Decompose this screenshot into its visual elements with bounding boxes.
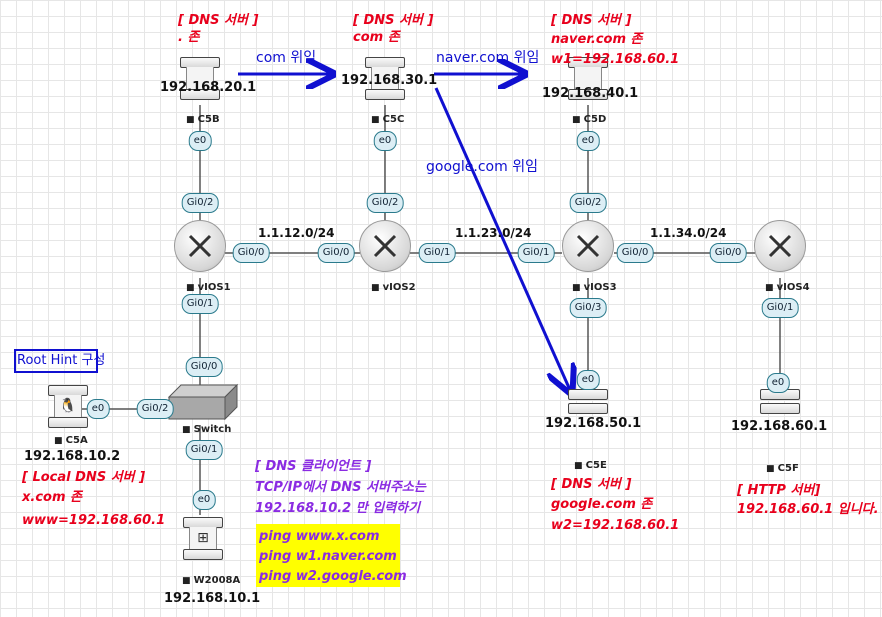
device-name-c5d: C5D [572, 112, 607, 128]
ip-c5d: 192.168.40.1 [542, 86, 639, 101]
windows-logo-icon: ⊞ [189, 527, 217, 549]
router-vios3[interactable] [562, 220, 614, 272]
ip-w2008a: 192.168.10.1 [164, 591, 261, 606]
port-label: Gi0/2 [569, 193, 607, 213]
c5d-zone: naver.com 존 [551, 32, 643, 47]
port-label: e0 [766, 373, 790, 393]
port-label: e0 [576, 370, 600, 390]
c5a-title: [ Local DNS 서버 ] [22, 470, 146, 485]
ip-c5b: 192.168.20.1 [160, 80, 257, 95]
device-name-vios1: vIOS1 [186, 280, 231, 296]
device-name-c5c: C5C [371, 112, 405, 128]
port-label: Gi0/3 [569, 298, 607, 318]
port-label: e0 [576, 131, 600, 151]
port-label: Gi0/1 [761, 298, 799, 318]
device-name-c5f: C5F [766, 461, 799, 477]
port-label: e0 [373, 131, 397, 151]
router-arrows-icon [188, 234, 212, 258]
c5d-title: [ DNS 서버 ] [551, 13, 632, 28]
c5a-record: www=192.168.60.1 [22, 513, 166, 528]
router-arrows-icon [373, 234, 397, 258]
router-vios1[interactable] [174, 220, 226, 272]
router-arrows-icon [768, 234, 792, 258]
ip-c5e: 192.168.50.1 [545, 416, 642, 431]
client-note-line1: TCP/IP에서 DNS 서버주소는 [255, 480, 426, 495]
c5b-zone: . 존 [178, 30, 200, 45]
server-c5c[interactable] [365, 57, 405, 103]
c5e-zone: google.com 존 [551, 497, 653, 512]
port-label: Gi0/1 [185, 440, 223, 460]
port-label: e0 [86, 399, 110, 419]
c5e-record: w2=192.168.60.1 [551, 518, 680, 533]
network-label-34: 1.1.34.0/24 [650, 226, 727, 240]
delegation-com-label: com 위임 [256, 50, 317, 66]
delegation-naver-label: naver.com 위임 [436, 50, 540, 66]
device-name-vios4: vIOS4 [765, 280, 810, 296]
device-name-c5e: C5E [574, 458, 607, 474]
device-name-c5b: C5B [186, 112, 220, 128]
root-hint-label: Root Hint 구성 [17, 353, 106, 368]
port-label: Gi0/0 [317, 243, 355, 263]
port-label: e0 [188, 131, 212, 151]
switch-icon [167, 383, 239, 421]
device-name-vios2: vIOS2 [371, 280, 416, 296]
server-c5a[interactable]: 🐧 [48, 385, 88, 431]
c5a-zone: x.com 존 [22, 490, 82, 505]
device-name-vios3: vIOS3 [572, 280, 617, 296]
router-vios2[interactable] [359, 220, 411, 272]
ip-c5f: 192.168.60.1 [731, 419, 828, 434]
c5f-title: [ HTTP 서버] [737, 483, 821, 498]
ping-command: ping www.x.com [259, 529, 380, 544]
arrow-google-delegation [434, 87, 570, 390]
router-vios4[interactable] [754, 220, 806, 272]
device-name-w2008a: W2008A [182, 573, 241, 589]
port-label: Gi0/2 [181, 193, 219, 213]
linux-penguin-icon: 🐧 [54, 395, 82, 417]
ping-command: ping w2.google.com [259, 569, 407, 584]
server-c5b[interactable] [180, 57, 220, 103]
c5f-desc: 192.168.60.1 입니다. [737, 502, 879, 517]
ping-commands-box [256, 524, 400, 587]
c5d-record: w1=192.168.60.1 [551, 52, 680, 67]
port-label: Gi0/2 [366, 193, 404, 213]
port-label: Gi0/0 [616, 243, 654, 263]
network-label-23: 1.1.23.0/24 [455, 226, 532, 240]
router-arrows-icon [576, 234, 600, 258]
root-hint-box [14, 349, 98, 373]
c5c-title: [ DNS 서버 ] [353, 13, 434, 28]
delegation-arrows [238, 74, 570, 390]
c5b-title: [ DNS 서버 ] [178, 13, 259, 28]
client-note-line2: 192.168.10.2 만 입력하기 [255, 501, 421, 516]
switch[interactable] [167, 383, 239, 423]
ping-command: ping w1.naver.com [259, 549, 397, 564]
port-label: Gi0/1 [181, 294, 219, 314]
port-label: Gi0/0 [185, 357, 223, 377]
server-w2008a[interactable]: ⊞ [183, 517, 223, 563]
port-label: Gi0/1 [517, 243, 555, 263]
c5e-title: [ DNS 서버 ] [551, 477, 632, 492]
links [70, 105, 781, 515]
client-note-title: [ DNS 클라이언트 ] [255, 459, 372, 474]
port-label: e0 [192, 490, 216, 510]
network-label-12: 1.1.12.0/24 [258, 226, 335, 240]
ip-c5a: 192.168.10.2 [24, 449, 121, 464]
device-name-switch: Switch [182, 422, 232, 438]
device-name-c5a: C5A [54, 433, 88, 449]
ip-c5c: 192.168.30.1 [341, 73, 438, 88]
port-label: Gi0/2 [136, 399, 174, 419]
port-label: Gi0/1 [418, 243, 456, 263]
port-label: Gi0/0 [232, 243, 270, 263]
c5c-zone: com 존 [353, 30, 400, 45]
port-label: Gi0/0 [709, 243, 747, 263]
delegation-google-label: google.com 위임 [426, 159, 538, 175]
server-c5d[interactable] [568, 57, 608, 103]
